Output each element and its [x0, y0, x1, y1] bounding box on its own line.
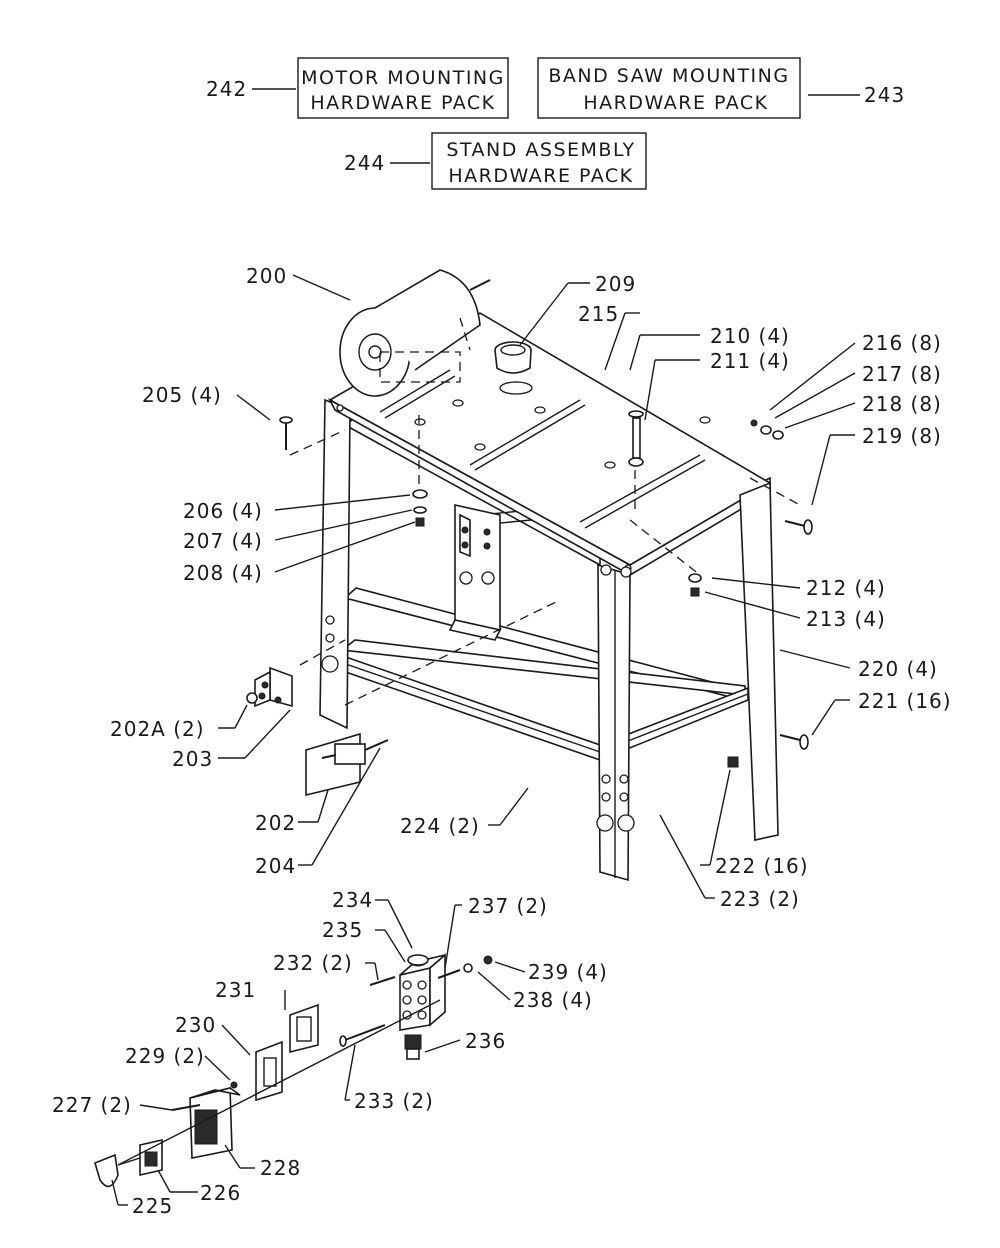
callout-212: 212 (4) [806, 576, 886, 600]
switch-with-cord [305, 732, 389, 797]
callout-238: 238 (4) [513, 988, 593, 1012]
alignment-lines [289, 415, 801, 706]
callout-210: 210 (4) [710, 324, 790, 348]
callout-213: 213 (4) [806, 607, 886, 631]
callout-labels: 200 209 215 210 (4) 211 (4) 216 (8) 217 … [52, 264, 952, 1218]
motor-pack-line1: MOTOR MOUNTING [301, 67, 505, 89]
switch-bracket [246, 666, 293, 708]
callout-226: 226 [200, 1181, 241, 1205]
callout-206: 206 (4) [183, 499, 263, 523]
callout-216: 216 (8) [862, 331, 942, 355]
motor [339, 269, 491, 397]
leader-lines [111, 274, 856, 1206]
callout-234: 234 [332, 888, 373, 912]
callout-203: 203 [172, 747, 213, 771]
callout-209: 209 [595, 272, 636, 296]
callout-239: 239 (4) [528, 960, 608, 984]
callout-223: 223 (2) [720, 887, 800, 911]
motor-pack-line2: HARDWARE PACK [310, 92, 495, 114]
callout-220: 220 (4) [858, 657, 938, 681]
callout-225: 225 [132, 1194, 173, 1218]
stand-assembly [319, 312, 779, 882]
callout-237: 237 (2) [468, 894, 548, 918]
callout-204: 204 [255, 854, 296, 878]
callout-244: 244 [344, 151, 385, 175]
callout-211: 211 (4) [710, 349, 790, 373]
stand-pack-line2: HARDWARE PACK [448, 165, 633, 187]
callout-243: 243 [864, 83, 905, 107]
bandsaw-pack-line1: BAND SAW MOUNTING [548, 65, 789, 87]
callout-205: 205 (4) [142, 383, 222, 407]
callout-235: 235 [322, 918, 363, 942]
callout-224: 224 (2) [400, 814, 480, 838]
callout-221: 221 (16) [858, 689, 952, 713]
callout-231: 231 [215, 978, 256, 1002]
stand-assembly-hardware-pack-box: STAND ASSEMBLY HARDWARE PACK 244 [344, 132, 647, 190]
callout-208: 208 (4) [183, 561, 263, 585]
callout-236: 236 [465, 1029, 506, 1053]
callout-207: 207 (4) [183, 529, 263, 553]
top-fasteners [279, 410, 813, 768]
callout-227: 227 (2) [52, 1093, 132, 1117]
callout-228: 228 [260, 1156, 301, 1180]
callout-202: 202 [255, 811, 296, 835]
callout-232: 232 (2) [273, 951, 353, 975]
stand-pack-line1: STAND ASSEMBLY [446, 139, 635, 161]
callout-219: 219 (8) [862, 424, 942, 448]
callout-200: 200 [246, 264, 287, 288]
callout-229: 229 (2) [125, 1044, 205, 1068]
callout-215: 215 [578, 302, 619, 326]
switch-box-assembly [94, 953, 493, 1188]
motor-mounting-hardware-pack-box: MOTOR MOUNTING HARDWARE PACK 242 [206, 57, 509, 119]
callout-222: 222 (16) [715, 854, 809, 878]
callout-242: 242 [206, 77, 247, 101]
callout-202a: 202A (2) [110, 717, 205, 741]
band-saw-mounting-hardware-pack-box: BAND SAW MOUNTING HARDWARE PACK 243 [537, 57, 905, 119]
bandsaw-pack-line2: HARDWARE PACK [583, 92, 768, 114]
callout-218: 218 (8) [862, 392, 942, 416]
callout-230: 230 [175, 1013, 216, 1037]
callout-233: 233 (2) [354, 1089, 434, 1113]
callout-217: 217 (8) [862, 362, 942, 386]
